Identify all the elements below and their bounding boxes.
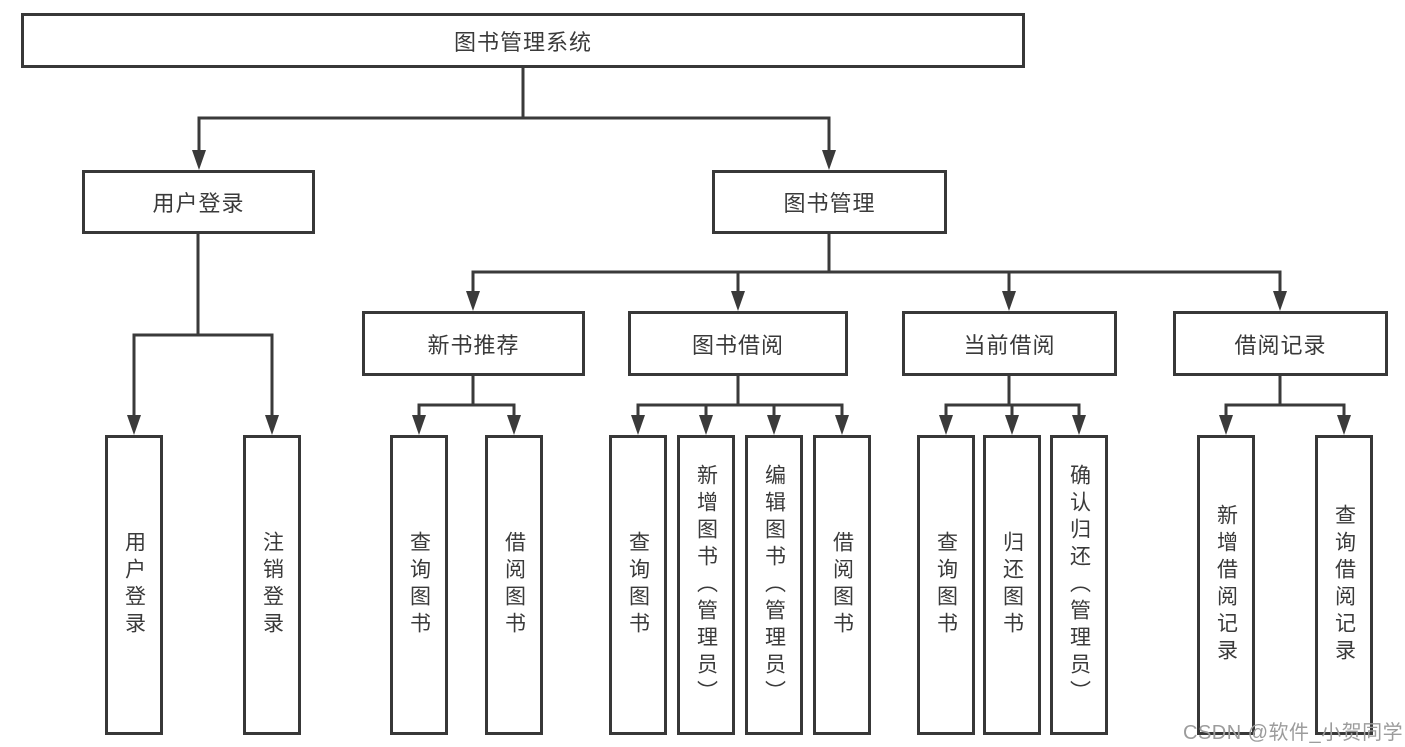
node-new-book-recommend: 新书推荐: [362, 311, 585, 376]
leaf-add-borrow-record-label: 新增借阅记录: [1214, 504, 1238, 666]
leaf-query-books-recommend: 查询图书: [390, 435, 448, 735]
leaf-return-books: 归还图书: [983, 435, 1041, 735]
leaf-query-books-current-label: 查询图书: [934, 531, 958, 639]
leaf-add-borrow-record: 新增借阅记录: [1197, 435, 1255, 735]
leaf-query-books-recommend-label: 查询图书: [407, 531, 431, 639]
connector-new-book-recommend-to-leaves: [412, 376, 521, 435]
leaf-add-books-admin: 新增图书（管理员）: [677, 435, 735, 735]
leaf-query-borrow-record-label: 查询借阅记录: [1332, 504, 1356, 666]
node-book-borrow-label: 图书借阅: [691, 332, 784, 358]
leaf-logout-label: 注销登录: [260, 531, 284, 639]
leaf-logout: 注销登录: [243, 435, 301, 735]
leaf-user-login-label: 用户登录: [122, 531, 146, 639]
connector-book-borrow-to-leaves: [631, 376, 849, 435]
leaf-user-login: 用户登录: [105, 435, 163, 735]
node-borrow-records-label: 借阅记录: [1234, 332, 1327, 358]
node-current-borrow: 当前借阅: [902, 311, 1117, 376]
node-root-system: 图书管理系统: [21, 13, 1025, 68]
leaf-edit-books-admin-label: 编辑图书（管理员）: [762, 463, 786, 707]
node-user-login-label: 用户登录: [152, 191, 245, 216]
connector-current-borrow-to-leaves: [939, 376, 1086, 435]
leaf-query-books-borrow: 查询图书: [609, 435, 667, 735]
node-root-label: 图书管理系统: [453, 29, 592, 55]
node-user-login: 用户登录: [82, 170, 315, 234]
connector-book-management-to-level3: [466, 234, 1287, 311]
leaf-return-books-label: 归还图书: [1000, 531, 1024, 639]
leaf-add-books-admin-label: 新增图书（管理员）: [694, 463, 718, 707]
leaf-query-borrow-record: 查询借阅记录: [1315, 435, 1373, 735]
node-book-management: 图书管理: [712, 170, 947, 234]
leaf-borrow-books-label: 借阅图书: [830, 531, 854, 639]
leaf-borrow-books: 借阅图书: [813, 435, 871, 735]
leaf-confirm-return-admin-label: 确认归还（管理员）: [1067, 463, 1091, 707]
leaf-borrow-books-recommend: 借阅图书: [485, 435, 543, 735]
connector-user-login-to-leaves: [127, 234, 279, 435]
leaf-edit-books-admin: 编辑图书（管理员）: [745, 435, 803, 735]
leaf-query-books-current: 查询图书: [917, 435, 975, 735]
node-borrow-records: 借阅记录: [1173, 311, 1388, 376]
node-current-borrow-label: 当前借阅: [963, 332, 1056, 358]
node-book-borrow: 图书借阅: [628, 311, 848, 376]
leaf-borrow-books-recommend-label: 借阅图书: [502, 531, 526, 639]
connector-borrow-records-to-leaves: [1219, 376, 1351, 435]
leaf-query-books-borrow-label: 查询图书: [626, 531, 650, 639]
node-book-management-label: 图书管理: [783, 191, 876, 216]
leaf-confirm-return-admin: 确认归还（管理员）: [1050, 435, 1108, 735]
node-new-book-recommend-label: 新书推荐: [427, 332, 520, 358]
csdn-watermark: CSDN @软件_小贺同学: [1183, 722, 1404, 744]
connector-root-to-level2: [192, 68, 836, 170]
